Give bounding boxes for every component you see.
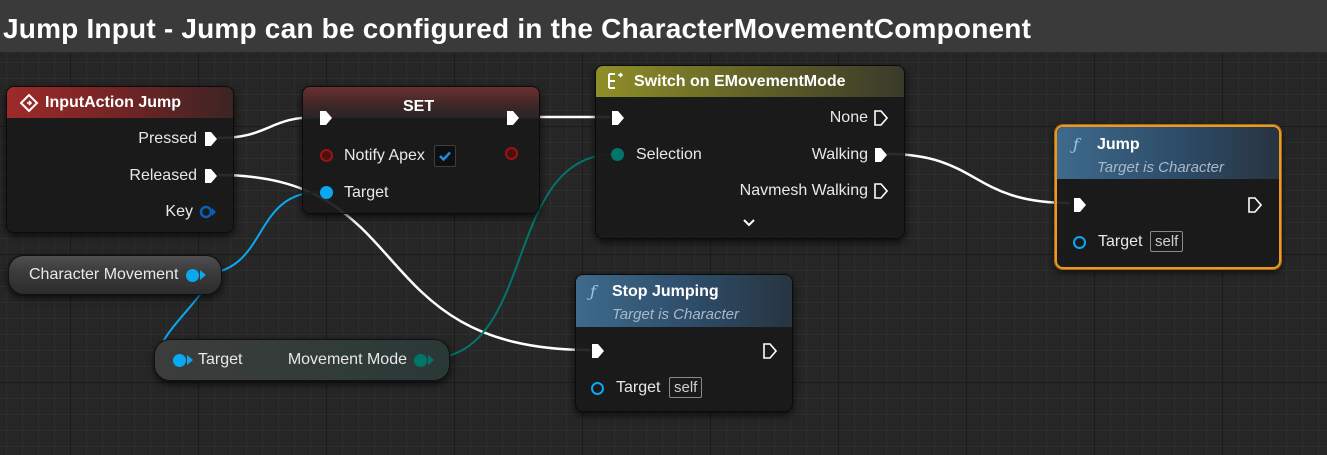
checkmark-icon [439, 151, 451, 162]
stop-jumping-target-pin[interactable] [591, 382, 604, 395]
node-header [576, 275, 792, 327]
variable-name: Character Movement [29, 266, 179, 283]
jump-function-node[interactable]: ƒ Jump Target is Character Target self [1055, 125, 1281, 269]
key-struct-pin[interactable] [199, 204, 217, 220]
switch-icon [608, 72, 624, 89]
notify-apex-in-pin[interactable] [320, 149, 333, 162]
set-exec-out-pin[interactable] [506, 110, 520, 126]
released-pin-label: Released [129, 167, 197, 184]
node-header [303, 87, 539, 118]
released-exec-pin[interactable] [204, 168, 218, 184]
notify-apex-label: Notify Apex [344, 147, 425, 164]
set-notify-apex-node[interactable]: SET Notify Apex Target [302, 86, 540, 214]
event-diamond-icon [19, 93, 39, 113]
node-header [7, 87, 233, 118]
character-movement-variable-node[interactable]: Character Movement [8, 255, 222, 295]
node-title: Stop Jumping [612, 283, 719, 300]
chevron-down-icon[interactable] [742, 218, 756, 228]
walking-label: Walking [811, 146, 868, 163]
getter-target-pin[interactable] [173, 354, 186, 367]
stop-jumping-target-label: Target [616, 379, 661, 396]
function-icon: ƒ [590, 282, 596, 301]
pressed-pin-label: Pressed [138, 130, 197, 147]
none-label: None [829, 109, 868, 126]
movement-mode-getter-node[interactable]: Target Movement Mode [154, 339, 450, 381]
notify-apex-checkbox[interactable] [434, 145, 456, 167]
comment-header[interactable] [0, 0, 1327, 53]
set-target-label: Target [344, 184, 389, 201]
input-action-jump-node[interactable]: InputAction Jump Pressed Released Key [6, 86, 234, 233]
exec-wire-released-to-stop-jumping [217, 173, 591, 352]
switch-exec-in-pin[interactable] [611, 110, 625, 126]
pin-arrow-icon [187, 355, 193, 365]
none-exec-out-pin[interactable] [874, 110, 888, 126]
stop-jumping-function-node[interactable]: ƒ Stop Jumping Target is Character Targe… [575, 274, 793, 412]
key-pin-label: Key [165, 203, 193, 220]
getter-target-label: Target [198, 351, 243, 368]
function-icon: ƒ [1073, 135, 1079, 154]
comment-title: Jump Input - Jump can be configured in t… [3, 13, 1032, 44]
navmesh-walking-exec-out-pin[interactable] [874, 183, 888, 199]
jump-exec-in-pin[interactable] [1073, 197, 1087, 213]
stop-jumping-self-value[interactable]: self [669, 377, 703, 398]
node-subtitle: Target is Character [612, 306, 740, 323]
selection-enum-pin[interactable] [611, 148, 624, 161]
jump-exec-out-pin[interactable] [1248, 197, 1262, 213]
set-exec-in-pin[interactable] [319, 110, 333, 126]
enum-wire-mode-to-selection [425, 153, 617, 360]
node-title: SET [403, 98, 435, 115]
navmesh-walking-label: Navmesh Walking [739, 182, 868, 199]
node-subtitle: Target is Character [1097, 159, 1225, 176]
movement-mode-label: Movement Mode [287, 351, 407, 368]
switch-on-movement-mode-node[interactable]: Switch on EMovementMode Selection None W… [595, 65, 905, 239]
node-title: Switch on EMovementMode [634, 73, 846, 90]
character-movement-out-pin[interactable] [186, 269, 199, 282]
exec-wire-walking-to-jump [886, 152, 1071, 205]
stop-jumping-exec-out-pin[interactable] [763, 343, 777, 359]
set-target-pin[interactable] [320, 186, 333, 199]
node-header [596, 66, 904, 97]
jump-target-label: Target [1098, 233, 1143, 250]
movement-mode-out-pin[interactable] [414, 354, 427, 367]
node-header [1057, 127, 1279, 179]
jump-target-pin[interactable] [1073, 236, 1086, 249]
pin-arrow-icon [200, 270, 206, 280]
selection-label: Selection [636, 146, 702, 163]
pressed-exec-pin[interactable] [204, 131, 218, 147]
stop-jumping-exec-in-pin[interactable] [591, 343, 605, 359]
walking-exec-out-pin[interactable] [874, 147, 888, 163]
pin-arrow-icon [428, 355, 434, 365]
notify-apex-out-pin[interactable] [505, 147, 518, 160]
node-title: InputAction Jump [45, 94, 181, 111]
node-title: Jump [1097, 136, 1140, 153]
jump-self-value[interactable]: self [1150, 231, 1184, 252]
